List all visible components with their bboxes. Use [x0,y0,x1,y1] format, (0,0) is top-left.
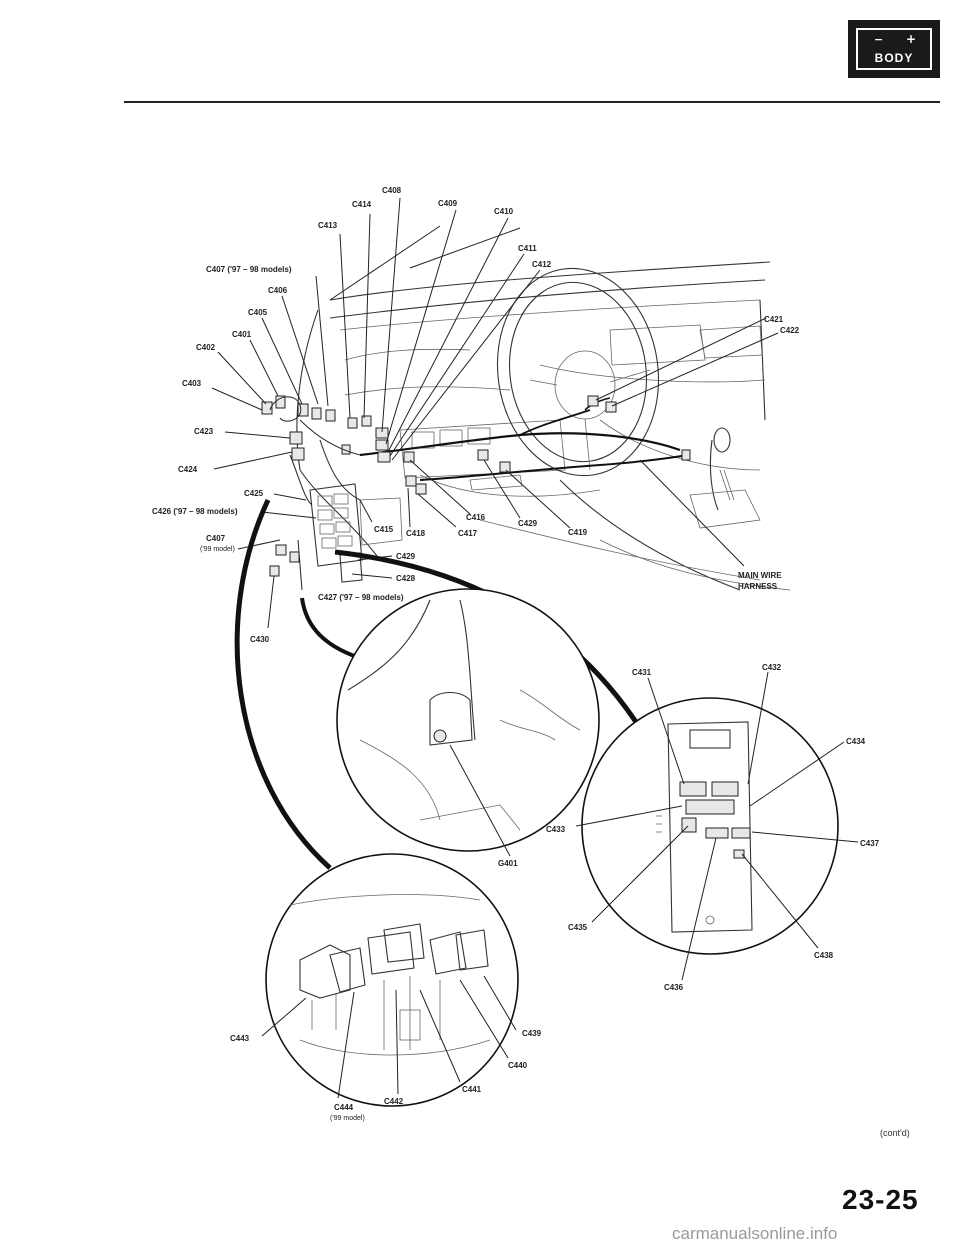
label-c429: C429 [396,552,416,561]
label-c418: C418 [406,529,426,538]
upper-labels: C408 C414 C409 C410 C413 C411 C412 C407 … [152,186,800,644]
label-c442: C442 [384,1097,404,1106]
label-c412: C412 [532,260,552,269]
label-c443: C443 [230,1034,250,1043]
upper-callout-leaders [211,197,779,629]
label-c439: C439 [522,1029,542,1038]
label-c428: C428 [396,574,416,583]
label-c436: C436 [664,983,684,992]
label-c416: C416 [466,513,486,522]
label-c444-99: ('99 model) [330,1115,365,1122]
label-main-wire-1: MAIN WIRE [738,571,782,580]
label-c441: C441 [462,1085,482,1094]
label-c440: C440 [508,1061,528,1070]
label-c407-9798: C407 ('97 – 98 models) [206,265,292,274]
page-number: 23-25 [842,1184,919,1215]
label-main-wire-2: HARNESS [738,582,778,591]
label-c433: C433 [546,825,566,834]
label-c413: C413 [318,221,338,230]
detail-circle-ground: G401 [336,588,600,868]
label-c426-9798: C426 ('97 – 98 models) [152,507,238,516]
under-dash-fuse-box [309,483,363,583]
label-c423: C423 [194,427,214,436]
label-c407-99: ('99 model) [200,546,235,553]
label-c414: C414 [352,200,372,209]
label-c425: C425 [244,489,264,498]
header-rule [124,101,940,103]
detail-circle-relay-box: C431 C432 C434 C433 C437 C435 C438 C436 [546,663,880,992]
continued-note: (cont'd) [880,1128,910,1138]
battery-icon: − + BODY [856,28,932,70]
label-c409: C409 [438,199,458,208]
label-c401: C401 [232,330,252,339]
label-c438: C438 [814,951,834,960]
label-c422: C422 [780,326,800,335]
label-c405: C405 [248,308,268,317]
detail-circle-connector-block: C443 C439 C440 C441 C442 C444 ('99 model… [230,853,542,1122]
watermark: carmanualsonline.info [672,1224,838,1243]
label-c420-top: C429 [518,519,538,528]
label-c431: C431 [632,668,652,677]
label-c407: C407 [206,534,226,543]
label-c421: C421 [764,315,784,324]
label-c427-9798: C427 ('97 – 98 models) [318,593,404,602]
label-c415: C415 [374,525,394,534]
label-c432: C432 [762,663,782,672]
battery-plus-sign: + [905,32,916,46]
label-c437: C437 [860,839,880,848]
body-section-badge: − + BODY [848,20,940,78]
label-c402: C402 [196,343,216,352]
section-label: BODY [874,51,914,65]
label-g401: G401 [498,859,518,868]
label-c444: C444 [334,1103,354,1112]
label-c406: C406 [268,286,288,295]
battery-minus-sign: − [874,33,884,46]
label-c403: C403 [182,379,202,388]
label-c424: C424 [178,465,198,474]
connector-cluster [261,395,617,577]
label-c430: C430 [250,635,270,644]
label-c434: C434 [846,737,866,746]
label-c419: C419 [568,528,588,537]
label-c417: C417 [458,529,478,538]
label-c411: C411 [518,244,537,253]
label-c410: C410 [494,207,514,216]
label-c435: C435 [568,923,588,932]
label-c408: C408 [382,186,402,195]
